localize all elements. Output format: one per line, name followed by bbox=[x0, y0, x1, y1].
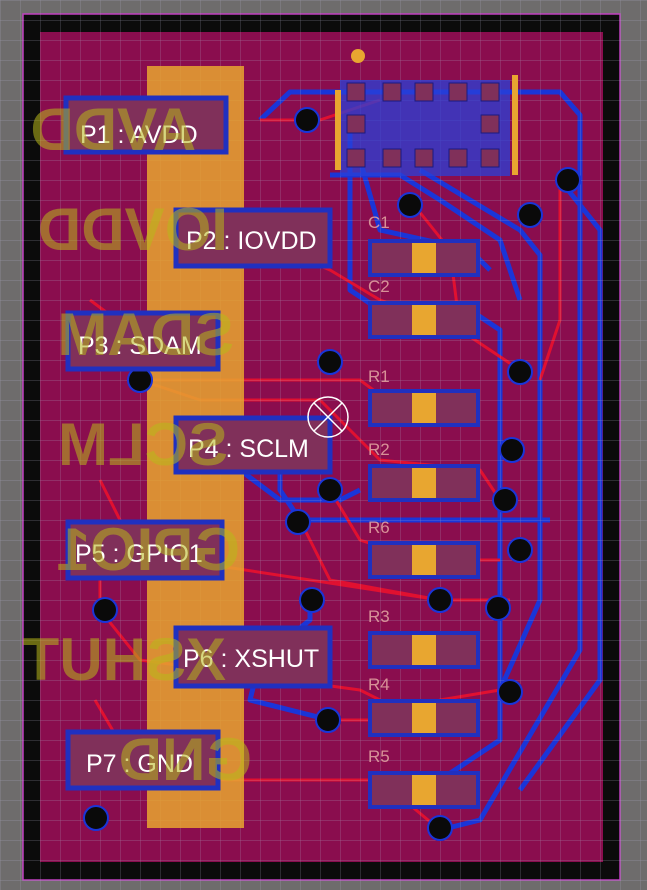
passive-component: R3 bbox=[368, 607, 480, 669]
designator-label: R3 bbox=[368, 607, 390, 626]
via bbox=[83, 805, 109, 831]
pin-pad: P5 : GPIO1 bbox=[65, 519, 225, 581]
silkscreen-label: AVDD bbox=[30, 96, 196, 163]
via bbox=[555, 167, 581, 193]
designator-label: C1 bbox=[368, 213, 390, 232]
ic-pad bbox=[480, 114, 500, 134]
ic-pad bbox=[414, 82, 434, 102]
via bbox=[427, 815, 453, 841]
via bbox=[299, 587, 325, 613]
passive-component: R6 bbox=[368, 518, 480, 579]
pin-label: P7 : GND bbox=[86, 750, 193, 778]
passive-component: C1 bbox=[368, 213, 480, 277]
via bbox=[317, 477, 343, 503]
pin-pad-body bbox=[65, 310, 221, 372]
pin-pad: P6 : XSHUT bbox=[173, 625, 333, 689]
via bbox=[427, 587, 453, 613]
component-center bbox=[412, 393, 436, 423]
ic-pad bbox=[448, 148, 468, 168]
via bbox=[507, 359, 533, 385]
component-center bbox=[412, 635, 436, 665]
ic-pad bbox=[382, 148, 402, 168]
via bbox=[397, 192, 423, 218]
via bbox=[92, 597, 118, 623]
pin-pad-body bbox=[173, 625, 333, 689]
pin-pad: P4 : SCLM bbox=[173, 415, 333, 475]
ic-pad bbox=[448, 82, 468, 102]
pin-label: P4 : SCLM bbox=[188, 435, 309, 463]
silkscreen-label: XSHUT bbox=[23, 626, 226, 693]
ic-pads bbox=[346, 82, 500, 168]
passive-component: C2 bbox=[368, 277, 480, 339]
silkscreen-label: IOVDD bbox=[38, 196, 228, 263]
designator-label: R4 bbox=[368, 675, 390, 694]
pin-pads: P1 : AVDD P2 : IOVDD P3 : SDAM P4 : SCLM P5 … bbox=[63, 95, 333, 791]
silkscreen-label: GPIO1 bbox=[57, 516, 240, 583]
pin-pad: P2 : IOVDD bbox=[173, 207, 333, 269]
via bbox=[517, 202, 543, 228]
component-center bbox=[412, 775, 436, 805]
via bbox=[127, 367, 153, 393]
via bbox=[285, 509, 311, 535]
pin-pad-body bbox=[65, 729, 221, 791]
via bbox=[485, 595, 511, 621]
passive-component: R1 bbox=[368, 367, 480, 427]
passive-component: R5 bbox=[368, 747, 480, 809]
pin-pad-body bbox=[173, 207, 333, 269]
designator-label: R1 bbox=[368, 367, 390, 386]
origin-crosshair bbox=[307, 396, 349, 438]
via bbox=[315, 707, 341, 733]
silkscreen-label: SCLM bbox=[58, 411, 228, 478]
pin-label: P2 : IOVDD bbox=[186, 227, 317, 255]
pin-pad: P1 : AVDD bbox=[63, 95, 229, 155]
pin-pad: P3 : SDAM bbox=[65, 310, 221, 372]
component-center bbox=[412, 703, 436, 733]
designator-label: C2 bbox=[368, 277, 390, 296]
component-center bbox=[412, 243, 436, 273]
pin-pad: P7 : GND bbox=[65, 729, 221, 791]
silkscreen-label: GND bbox=[119, 726, 252, 793]
pin-label: P3 : SDAM bbox=[78, 332, 202, 360]
designator-label: R2 bbox=[368, 440, 390, 459]
via bbox=[499, 437, 525, 463]
via bbox=[317, 349, 343, 375]
ic-pad bbox=[346, 148, 366, 168]
component-center bbox=[412, 545, 436, 575]
passive-component: R4 bbox=[368, 675, 480, 737]
ic-pad bbox=[346, 82, 366, 102]
pin-pad-body bbox=[173, 415, 333, 475]
via bbox=[507, 537, 533, 563]
component-center bbox=[412, 468, 436, 498]
pin-pad-body bbox=[63, 95, 229, 155]
pin-label: P6 : XSHUT bbox=[183, 645, 319, 673]
pin-label: P5 : GPIO1 bbox=[75, 540, 203, 568]
silkscreen-label: SDAM bbox=[57, 301, 234, 368]
via bbox=[294, 107, 320, 133]
ic-pad bbox=[480, 148, 500, 168]
pin-label: P1 : AVDD bbox=[80, 121, 198, 149]
ic-pad bbox=[382, 82, 402, 102]
pin-pad-body bbox=[65, 519, 225, 581]
ic-pad bbox=[346, 114, 366, 134]
vias bbox=[83, 107, 581, 841]
via bbox=[492, 487, 518, 513]
designator-label: R5 bbox=[368, 747, 390, 766]
designator-label: R6 bbox=[368, 518, 390, 537]
ic-pad bbox=[414, 148, 434, 168]
via bbox=[497, 679, 523, 705]
passive-component: R2 bbox=[368, 440, 480, 502]
ic-pad bbox=[480, 82, 500, 102]
component-center bbox=[412, 305, 436, 335]
